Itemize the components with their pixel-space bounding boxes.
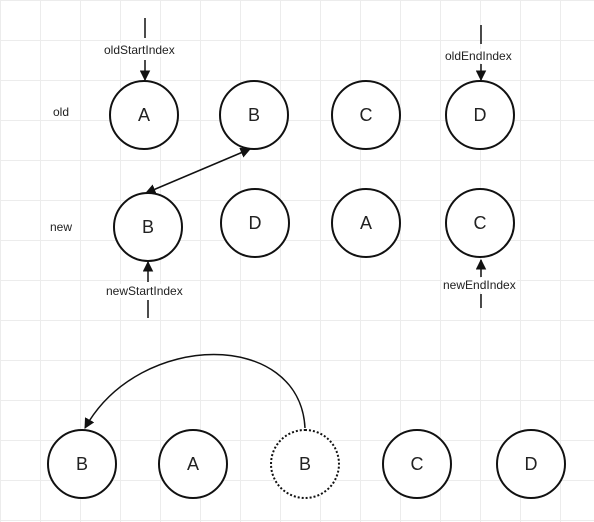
old-node-a: A: [109, 80, 179, 150]
result-node-b-old-position: B: [270, 429, 340, 499]
new-start-index-label: newStartIndex: [105, 284, 184, 298]
old-end-index-label: oldEndIndex: [444, 49, 513, 63]
new-node-b: B: [113, 192, 183, 262]
match-link-arrow: [145, 147, 251, 195]
result-node-b-moved: B: [47, 429, 117, 499]
old-start-index-label: oldStartIndex: [103, 43, 176, 57]
new-node-a: A: [331, 188, 401, 258]
old-node-c: C: [331, 80, 401, 150]
new-node-c: C: [445, 188, 515, 258]
old-row-label: old: [53, 105, 70, 119]
result-node-d: D: [496, 429, 566, 499]
new-node-d: D: [220, 188, 290, 258]
move-curve-arrow: [84, 353, 306, 429]
new-row-label: new: [50, 220, 73, 234]
old-node-d: D: [445, 80, 515, 150]
result-node-a: A: [158, 429, 228, 499]
new-end-index-label: newEndIndex: [442, 278, 517, 292]
old-node-b: B: [219, 80, 289, 150]
result-node-c: C: [382, 429, 452, 499]
